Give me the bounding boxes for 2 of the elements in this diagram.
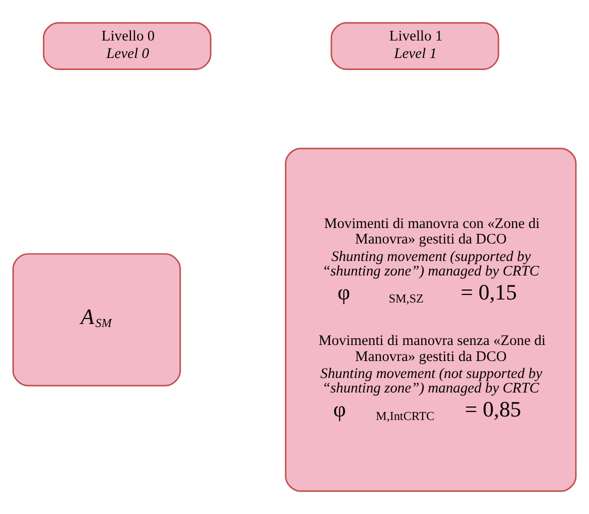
node-box: Livello 1 Level 1 bbox=[330, 22, 500, 70]
node-box: Livello 0 Level 0 bbox=[42, 22, 212, 70]
